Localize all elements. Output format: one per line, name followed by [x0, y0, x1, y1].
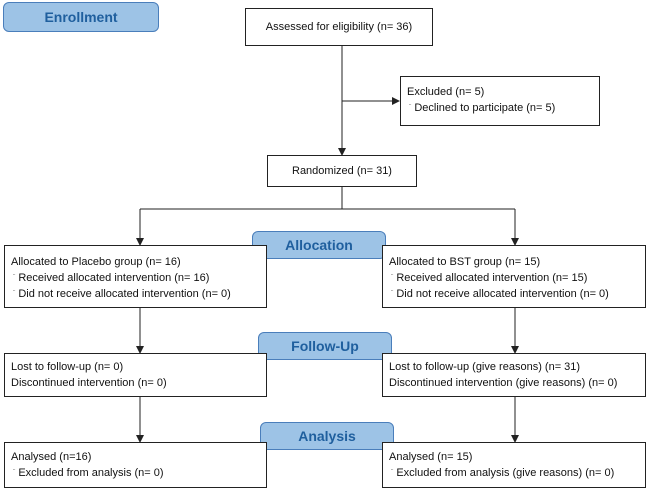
followup-left-lost: Lost to follow-up (n= 0)	[11, 361, 124, 373]
analysis-right-item: ¨Excluded from analysis (give reasons) (…	[391, 467, 615, 479]
stage-analysis: Analysis	[260, 422, 394, 450]
allocation-right-item: ¨Did not receive allocated intervention …	[391, 288, 609, 300]
bullet-icon: ¨	[391, 274, 394, 281]
excluded-item: ¨Declined to participate (n= 5)	[409, 102, 556, 114]
bullet-icon: ¨	[391, 469, 394, 476]
followup-right-box: Lost to follow-up (give reasons) (n= 31)…	[382, 353, 646, 397]
allocation-right-item: ¨Received allocated intervention (n= 15)	[391, 272, 588, 284]
analysis-right-title: Analysed (n= 15)	[389, 451, 473, 463]
followup-left-discontinued: Discontinued intervention (n= 0)	[11, 377, 167, 389]
excluded-box: Excluded (n= 5) ¨Declined to participate…	[400, 76, 600, 126]
analysis-right-box: Analysed (n= 15) ¨Excluded from analysis…	[382, 442, 646, 488]
stage-enrollment: Enrollment	[3, 2, 159, 32]
stage-allocation: Allocation	[252, 231, 386, 259]
analysis-left-item: ¨Excluded from analysis (n= 0)	[13, 467, 164, 479]
followup-right-discontinued: Discontinued intervention (give reasons)…	[389, 377, 618, 389]
assessed-box: Assessed for eligibility (n= 36)	[245, 8, 433, 46]
allocation-left-box: Allocated to Placebo group (n= 16) ¨Rece…	[4, 245, 267, 308]
analysis-left-title: Analysed (n=16)	[11, 451, 92, 463]
allocation-left-item: ¨Received allocated intervention (n= 16)	[13, 272, 210, 284]
bullet-icon: ¨	[409, 104, 412, 111]
bullet-icon: ¨	[13, 290, 16, 297]
followup-left-box: Lost to follow-up (n= 0) Discontinued in…	[4, 353, 267, 397]
allocation-left-title: Allocated to Placebo group (n= 16)	[11, 256, 181, 268]
assessed-text: Assessed for eligibility (n= 36)	[265, 21, 413, 33]
allocation-left-item: ¨Did not receive allocated intervention …	[13, 288, 231, 300]
bullet-icon: ¨	[13, 274, 16, 281]
allocation-right-title: Allocated to BST group (n= 15)	[389, 256, 541, 268]
bullet-icon: ¨	[391, 290, 394, 297]
allocation-right-box: Allocated to BST group (n= 15) ¨Received…	[382, 245, 646, 308]
stage-follow-up: Follow-Up	[258, 332, 392, 360]
bullet-icon: ¨	[13, 469, 16, 476]
followup-right-lost: Lost to follow-up (give reasons) (n= 31)	[389, 361, 581, 373]
randomized-box: Randomized (n= 31)	[267, 155, 417, 187]
excluded-title: Excluded (n= 5)	[407, 86, 485, 98]
analysis-left-box: Analysed (n=16) ¨Excluded from analysis …	[4, 442, 267, 488]
randomized-text: Randomized (n= 31)	[292, 165, 392, 177]
